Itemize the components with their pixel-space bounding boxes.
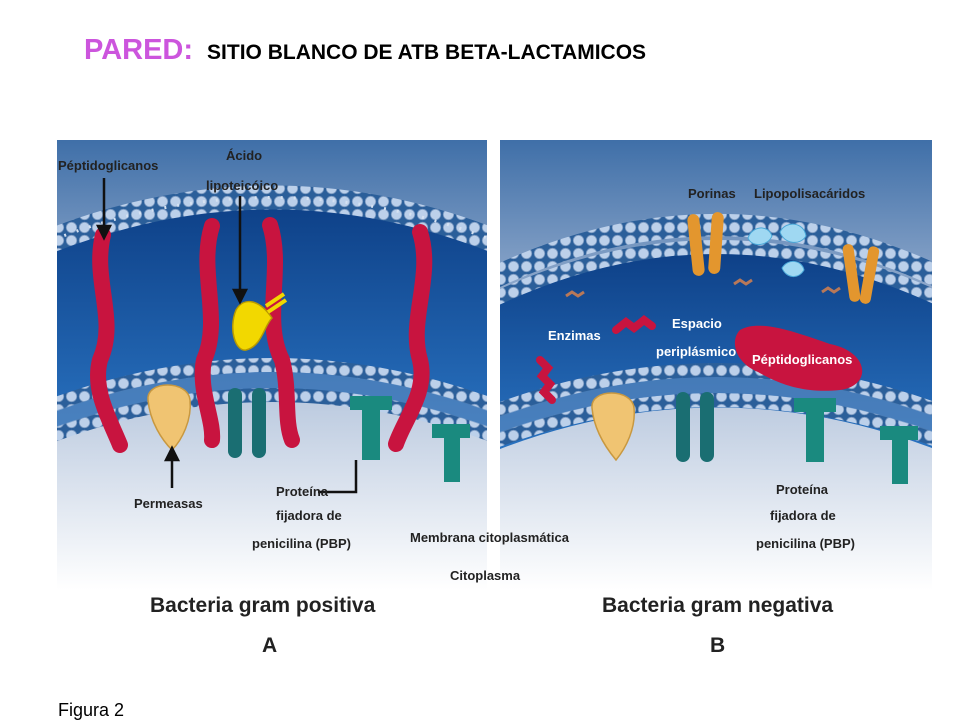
enzymes	[565, 278, 841, 298]
title-subtitle: SITIO BLANCO DE ATB BETA-LACTAMICOS	[207, 41, 647, 64]
pbp-proteins-a	[350, 396, 470, 482]
figure-label: Figura 2	[58, 700, 125, 720]
page-title: PARED: SITIO BLANCO DE ATB BETA-LACTAMICO…	[84, 34, 646, 67]
label-enzimas: Enzimas	[548, 328, 601, 343]
label-lipopolisacaridos: Lipopolisacáridos	[754, 186, 865, 201]
label-pbp-a-2: fijadora de	[276, 508, 342, 523]
caption-gram-positiva: Bacteria gram positiva	[150, 594, 376, 617]
channel-protein-b	[676, 392, 714, 462]
pointer-lines	[95, 178, 358, 494]
label-porinas: Porinas	[688, 186, 736, 201]
label-membrana: Membrana citoplasmática	[410, 530, 570, 545]
label-pbp-a-1: Proteína	[276, 484, 329, 499]
channel-protein-a	[228, 388, 266, 458]
peptidoglycan-strands-b	[536, 314, 656, 404]
label-lipoteicoico: lipoteicóico	[206, 178, 278, 193]
label-peptidoglicanos-a: Péptidoglicanos	[58, 158, 158, 173]
pbp-proteins-b	[794, 398, 918, 484]
lipopolysaccharides	[747, 223, 807, 277]
lipoteichoic-acid	[232, 292, 288, 351]
letter-a: A	[262, 634, 277, 657]
label-citoplasma: Citoplasma	[450, 568, 521, 583]
label-espacio: Espacio	[672, 316, 722, 331]
permease-a	[147, 384, 191, 452]
label-peptidoglicanos-b: Péptidoglicanos	[752, 352, 852, 367]
caption-gram-negativa: Bacteria gram negativa	[602, 594, 833, 617]
label-acido: Ácido	[226, 148, 262, 163]
panel-a-diagram	[57, 140, 487, 590]
permease-b	[591, 392, 635, 462]
letter-b: B	[710, 634, 725, 657]
title-pared: PARED:	[84, 34, 194, 66]
label-permeasas: Permeasas	[134, 496, 203, 511]
label-pbp-a-3: penicilina (PBP)	[252, 536, 351, 551]
label-pbp-b-1: Proteína	[776, 482, 829, 497]
panel-b-diagram	[500, 140, 932, 590]
peptidoglycan-layer-b	[734, 325, 863, 391]
label-pbp-b-2: fijadora de	[770, 508, 836, 523]
porins	[687, 212, 880, 304]
peptidoglycan-strands-a	[90, 217, 433, 453]
label-periplasmico: periplásmico	[656, 344, 736, 359]
label-pbp-b-3: penicilina (PBP)	[756, 536, 855, 551]
